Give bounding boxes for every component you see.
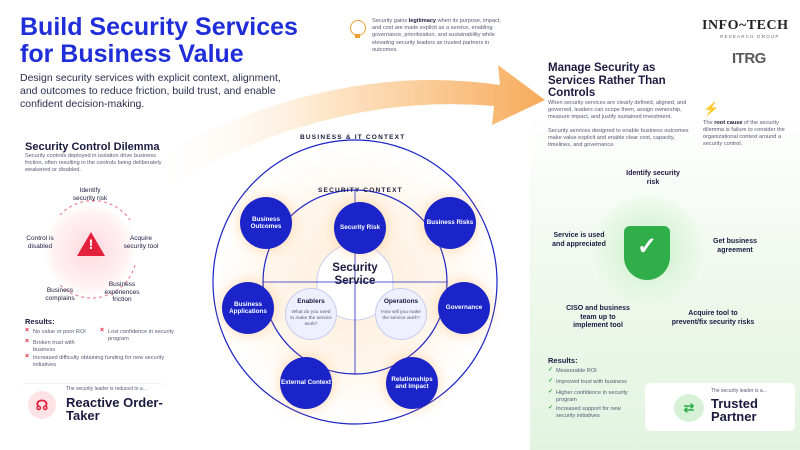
trusted-partner-card	[645, 383, 795, 431]
warning-icon	[77, 232, 105, 256]
dilemma-result-item: No value or poor ROI	[25, 328, 105, 336]
business-context-ring	[212, 139, 498, 425]
shield-icon	[624, 226, 670, 280]
dilemma-result-item: Increased difficulty obtaining funding f…	[25, 354, 170, 368]
reactive-caption: The security leader is reduced to a...	[66, 386, 147, 392]
intro-text: Design security services with explicit c…	[20, 72, 281, 110]
lightning-icon: ⚡	[703, 101, 720, 116]
node-business-applications: Business Applications	[222, 282, 274, 334]
manage-paragraph-2: Security services designed to enable bus…	[548, 128, 689, 148]
business-it-context-label: BUSINESS & IT CONTEXT	[300, 134, 406, 141]
operations-node: Operations How will you make the service…	[375, 288, 427, 340]
handshake-icon: ⇄	[674, 394, 704, 422]
node-security-risk: Security Risk	[334, 202, 386, 254]
trusted-step-acquire: Acquire tool to prevent/fix security ris…	[671, 310, 755, 326]
headset-icon: ☊	[28, 391, 56, 419]
transition-arrow	[150, 65, 545, 185]
enablers-title: Enablers	[297, 298, 325, 305]
node-governance: Governance	[438, 282, 490, 334]
infotech-logo: INFO~TECH	[702, 18, 789, 33]
dilemma-description: Security controls deployed in isolation …	[25, 153, 162, 173]
enablers-node: Enablers What do you need to make the se…	[285, 288, 337, 340]
manage-security-heading: Manage Security as Services Rather Than …	[548, 62, 666, 99]
dilemma-result-item: Broken trust with business	[25, 339, 97, 353]
security-context-label: SECURITY CONTEXT	[318, 187, 403, 194]
cycle-step-acquire: Acquire security tool	[123, 235, 159, 250]
cycle-step-identify: Identify security risk	[72, 187, 108, 202]
trusted-step-ciso: CISO and business team up to implement t…	[566, 305, 630, 329]
operations-title: Operations	[383, 298, 419, 305]
node-relationships-impact: Relationships and Impact	[386, 357, 438, 409]
trusted-result-item: Improved trust with business	[548, 378, 648, 386]
operations-question: How will you make the service work?	[381, 310, 421, 321]
check-icon: ✓	[636, 233, 658, 260]
reactive-order-taker-label: Reactive Order-Taker	[66, 395, 163, 423]
lightbulb-icon	[350, 20, 366, 38]
manage-paragraph-1: When security services are clearly defin…	[548, 100, 687, 120]
trusted-result-item: Measurable ROI	[548, 367, 638, 375]
dilemma-heading: Security Control Dilemma	[25, 141, 160, 153]
trusted-step-used: Service is used and appreciated	[552, 232, 606, 248]
dilemma-results-heading: Results:	[25, 317, 55, 326]
page-title: Build Security Services for Business Val…	[20, 13, 298, 68]
dilemma-result-item: Lost confidence in security program	[100, 328, 180, 342]
trusted-step-agreement: Get business agreement	[713, 238, 757, 254]
cycle-step-disabled: Control is disabled	[26, 235, 54, 250]
warning-exclamation: !	[88, 236, 94, 252]
enablers-question: What do you need to make the service wor…	[290, 310, 332, 327]
legitimacy-callout: Security gains legitimacy when its purpo…	[372, 18, 502, 53]
trusted-partner-label: Trusted Partner	[711, 396, 758, 424]
trusted-result-item: Higher confidence in security program	[548, 389, 628, 403]
infotech-logo-subtitle: RESEARCH GROUP	[720, 34, 780, 39]
node-business-outcomes: Business Outcomes	[240, 197, 292, 249]
node-external-context: External Context	[280, 357, 332, 409]
trusted-step-identify: Identify security risk	[626, 170, 680, 186]
itrg-logo: ITRG	[732, 50, 766, 67]
cycle-step-complains: Business complains	[45, 287, 75, 302]
node-business-risks: Business Risks	[424, 197, 476, 249]
trusted-result-item: Increased support for new security initi…	[548, 405, 636, 419]
trusted-results-heading: Results:	[548, 356, 578, 365]
cycle-step-friction: Business experiences friction	[104, 281, 140, 303]
trusted-caption: The security leader is a...	[711, 388, 767, 394]
security-service-core: Security Service	[332, 262, 378, 287]
root-cause-note: The root cause of the security dilemma i…	[703, 120, 785, 147]
